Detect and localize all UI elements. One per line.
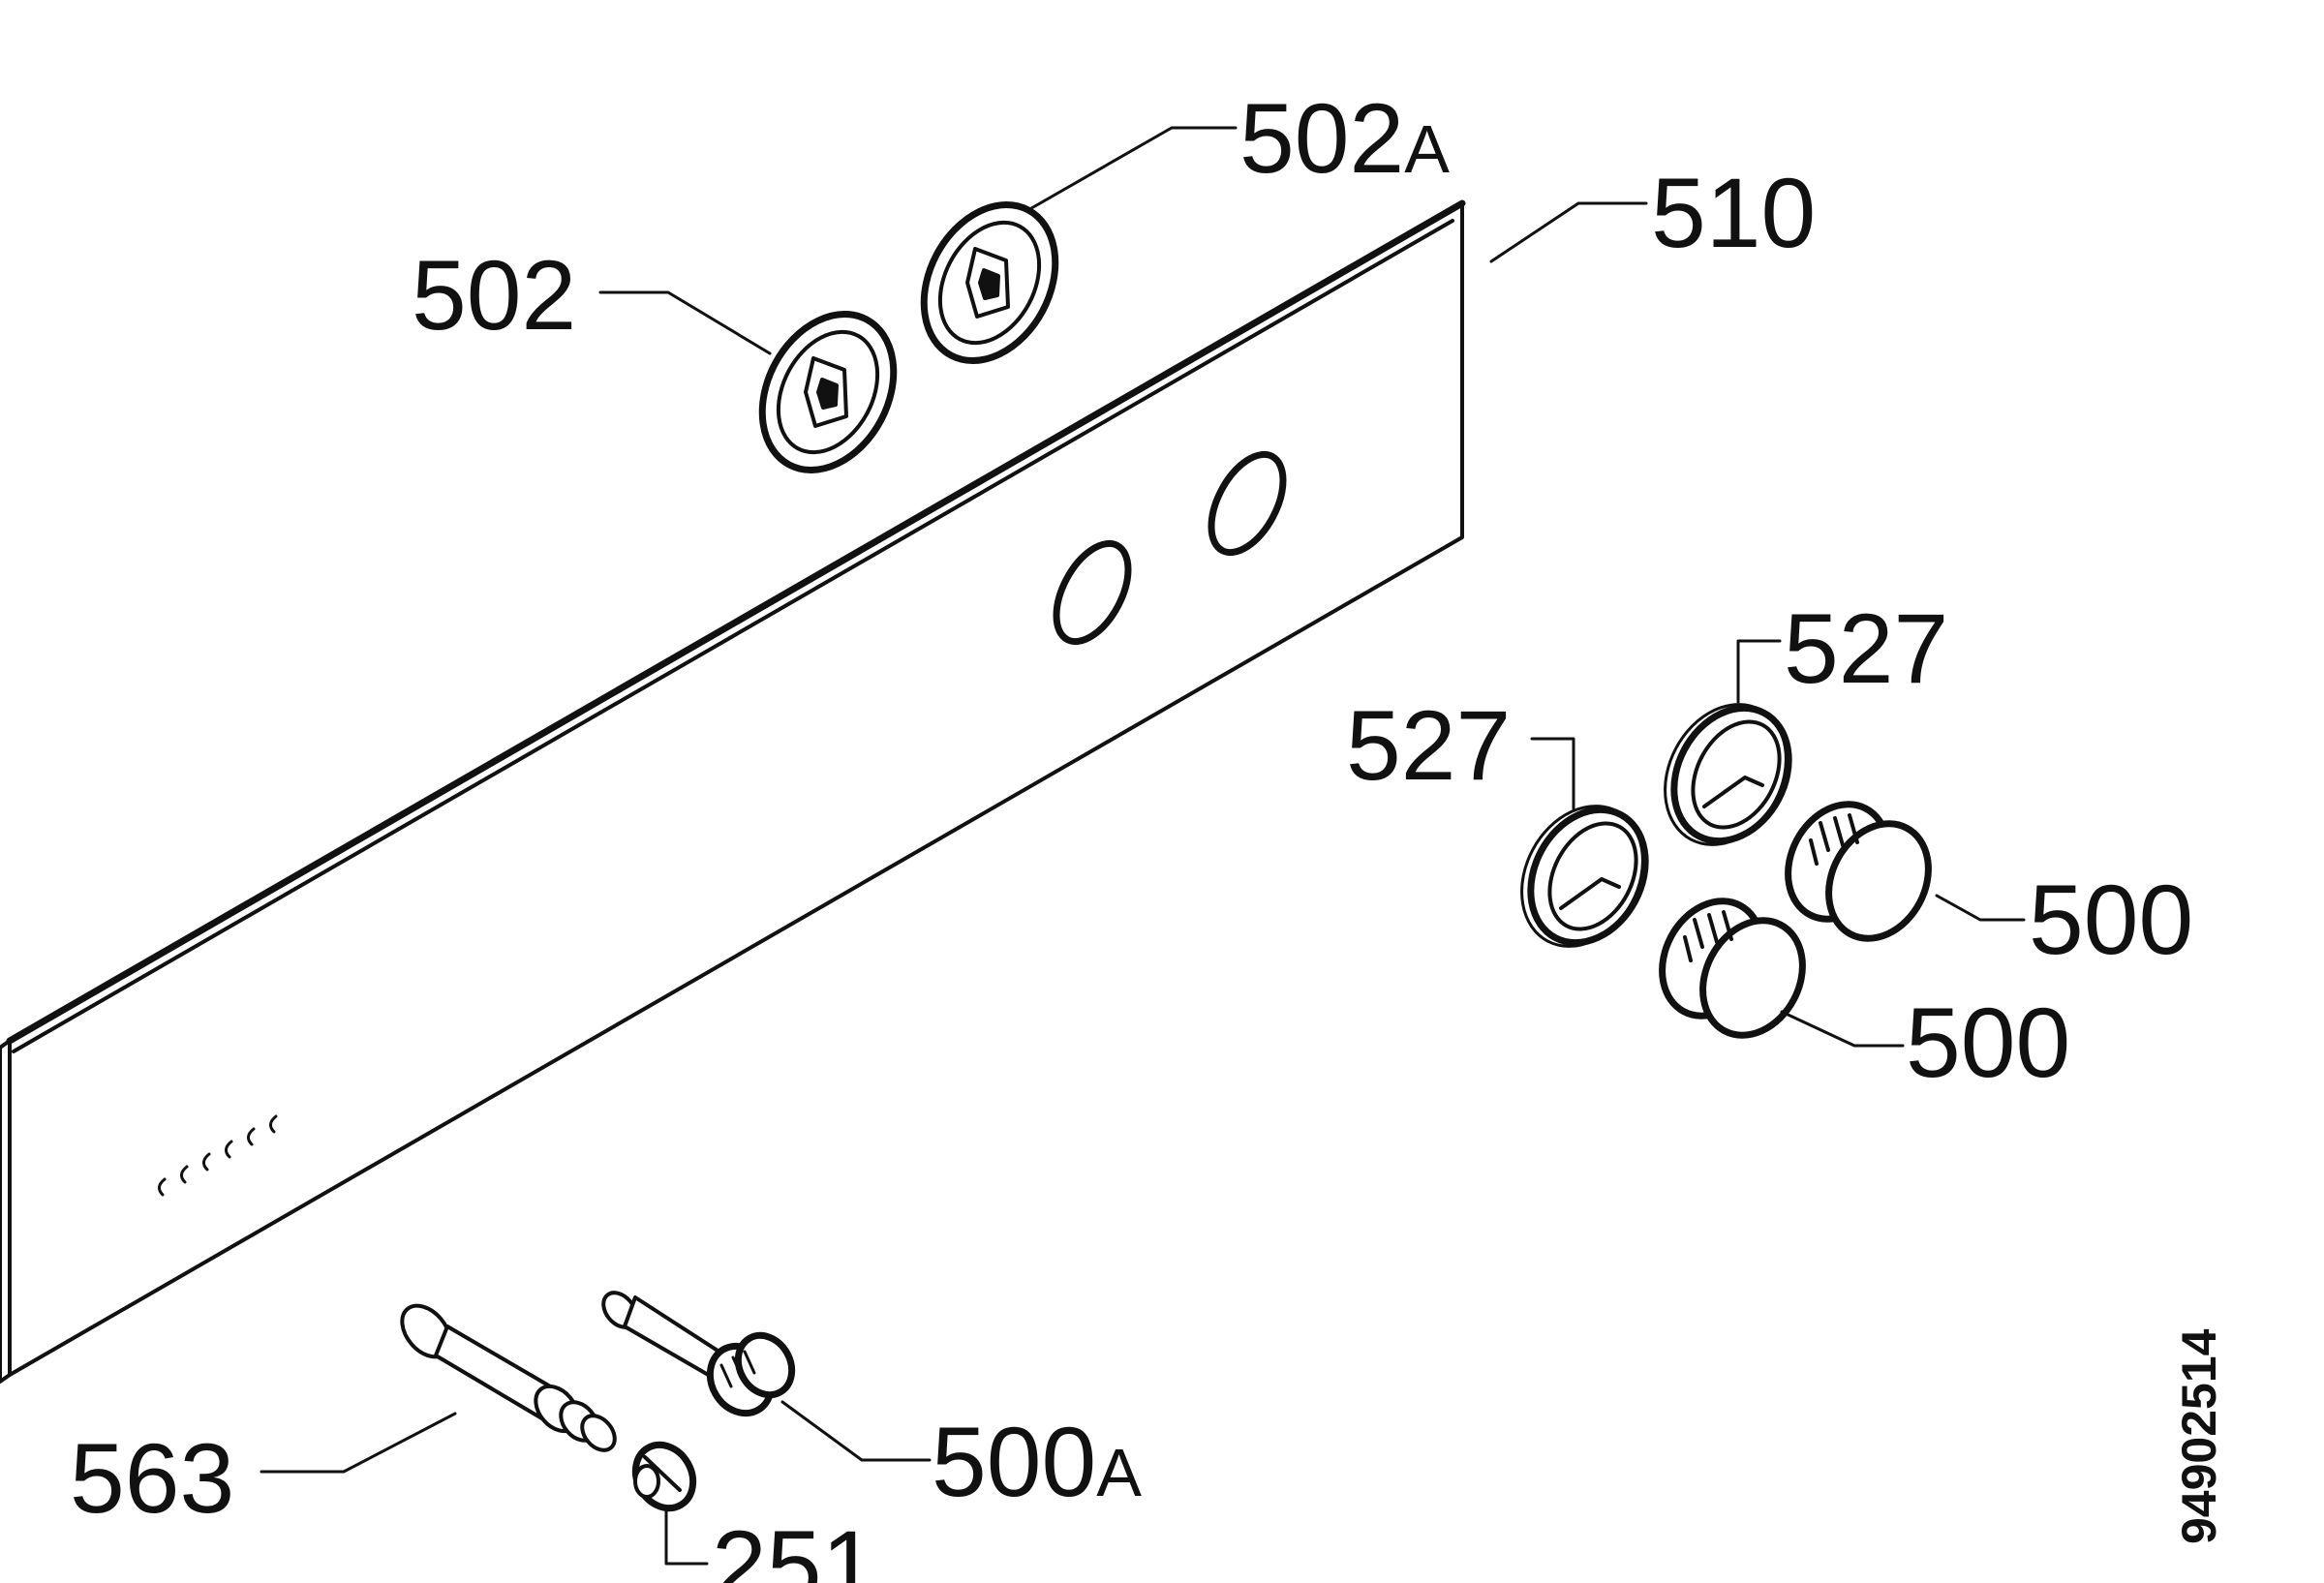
spindle-500a — [601, 1291, 796, 1417]
label-251: 251 — [712, 1510, 876, 1583]
indicator-slots — [158, 1114, 278, 1197]
spindle-563 — [400, 1303, 617, 1452]
label-502a: 502A — [1239, 83, 1450, 194]
switch-disc-502 — [758, 311, 898, 473]
leader-lines — [260, 126, 2026, 1566]
label-510: 510 — [1651, 158, 1816, 268]
label-500-upper: 500 — [2029, 865, 2193, 975]
document-number: 94902514 — [2172, 1328, 2226, 1544]
label-500a: 500A — [932, 1407, 1142, 1517]
knob-hole — [1053, 539, 1132, 646]
switch-disc-502a — [920, 201, 1059, 364]
label-527-right: 527 — [1784, 594, 1948, 704]
control-knob-500-lower — [1659, 898, 1806, 1039]
knob-bezel-527-left — [1520, 805, 1649, 948]
label-500-lower: 500 — [1906, 988, 2070, 1098]
knob-bezel-527-right — [1664, 703, 1792, 846]
knob-hole — [1208, 450, 1287, 557]
control-knob-500-upper — [1785, 801, 1932, 942]
label-502: 502 — [412, 240, 576, 350]
label-563: 563 — [70, 1423, 234, 1534]
control-panel — [0, 199, 1466, 1384]
screw-251 — [631, 1441, 697, 1512]
label-527-left: 527 — [1346, 690, 1511, 801]
